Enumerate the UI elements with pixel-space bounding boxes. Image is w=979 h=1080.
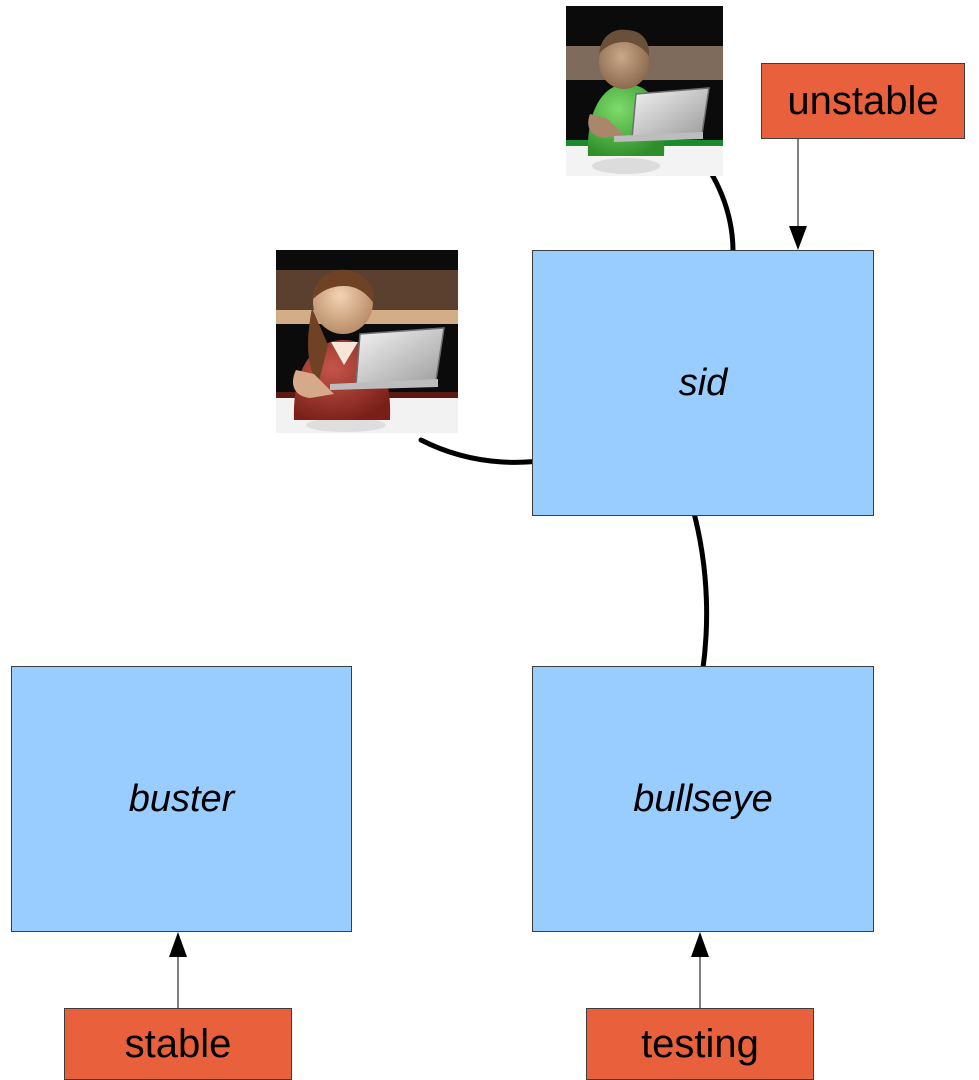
unstable-tag: unstable — [761, 63, 965, 139]
buster-box: buster — [11, 666, 352, 932]
sid-label: sid — [678, 361, 728, 404]
sid-box: sid — [532, 250, 874, 516]
unstable-tag-label: unstable — [787, 78, 939, 123]
buster-label: buster — [128, 777, 235, 820]
stable-tag: stable — [64, 1008, 292, 1080]
testing-tag: testing — [586, 1008, 814, 1080]
bullseye-label: bullseye — [633, 777, 773, 820]
testing-tag-label: testing — [641, 1021, 759, 1066]
unstable-to-sid-arrow — [789, 139, 807, 250]
stable-to-buster-arrow — [169, 932, 187, 1008]
bullseye-box: bullseye — [532, 666, 874, 932]
female-developer-icon — [276, 250, 458, 433]
male-developer-icon — [566, 6, 723, 176]
stable-tag-label: stable — [124, 1021, 232, 1066]
testing-to-bullseye-arrow — [691, 932, 709, 1008]
